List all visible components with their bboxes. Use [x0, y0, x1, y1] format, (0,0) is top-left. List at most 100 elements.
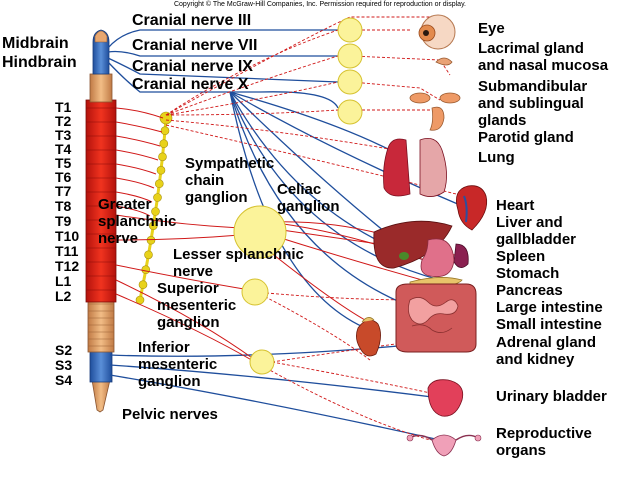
ciliary-ganglion: [337, 17, 363, 43]
label-reproductive-organs: Reproductive organs: [496, 425, 592, 459]
post-parasym-lacrimal: [351, 55, 451, 76]
label-stomach: Stomach: [496, 265, 560, 282]
otic-ganglion: [337, 99, 363, 125]
label-t8: T8: [55, 198, 72, 214]
organ-lungs: [383, 137, 447, 197]
label-lesser-line-2: nerve: [173, 263, 214, 280]
post-heart: [165, 124, 461, 196]
label-sympathetic-chain-ganglion: Sympathetic chain ganglion: [185, 155, 274, 206]
lesser-splanchnic-fiber: [115, 234, 241, 241]
superior-mesenteric-ganglion-circle: [241, 278, 269, 306]
label-submand-line-3: glands: [478, 112, 527, 129]
label-greater-line-2: splanchnic: [98, 213, 177, 230]
spinal-cord: [85, 29, 117, 413]
sympathetic-nerves: [115, 107, 456, 363]
post-parotid: [165, 109, 339, 116]
label-sympathetic-line-1: Sympathetic: [185, 155, 275, 172]
label-sympathetic-line-3: ganglion: [185, 189, 248, 206]
label-cranial-nerve-x: Cranial nerve X: [132, 76, 249, 93]
vagus-liver: [229, 91, 396, 241]
label-s3: S3: [55, 357, 73, 373]
label-liver-line-1: Liver and: [496, 214, 563, 231]
post-lacrimal: [165, 55, 339, 116]
chain-bead: [151, 207, 160, 216]
label-cranial-nerve-vii: Cranial nerve VII: [132, 37, 258, 54]
post-sup-mes-adrenal: [255, 291, 371, 361]
label-supmes-line-2: mesenteric: [157, 297, 237, 314]
label-t4: T4: [55, 141, 72, 157]
pterygopalatine-ganglion: [337, 43, 363, 69]
sympathetic-chain: [135, 111, 173, 305]
label-adrenal-line-2: and kidney: [496, 351, 575, 368]
label-submandibular-glands: Submandibular and sublingual glands: [478, 78, 587, 129]
label-t3: T3: [55, 127, 72, 143]
label-celiac-line-1: Celiac: [277, 181, 322, 198]
label-submand-line-1: Submandibular: [478, 78, 588, 95]
label-s4: S4: [55, 372, 73, 388]
organ-parotid-gland: [429, 106, 445, 131]
chain-bead: [156, 165, 166, 175]
label-lesser-line-1: Lesser splanchnic: [173, 246, 304, 263]
t5-fiber: [115, 163, 157, 175]
label-greater-line-3: nerve: [98, 230, 139, 247]
organ-eye: [418, 14, 456, 50]
label-infmes-line-3: ganglion: [138, 373, 201, 390]
label-cranial-nerve-iii: Cranial nerve III: [132, 12, 252, 29]
organ-submandibular-glands: [409, 92, 461, 104]
label-midbrain: Midbrain: [2, 35, 69, 52]
label-liver-line-2: gallbladder: [496, 231, 577, 248]
t8-fiber: [115, 205, 151, 217]
pelvic-to-repro: [109, 374, 441, 441]
label-lesser-splanchnic-nerve: Lesser splanchnic nerve: [173, 246, 304, 280]
post-submandibular: [165, 81, 339, 116]
t7-fiber: [115, 191, 153, 203]
submandibular-ganglion: [337, 69, 363, 95]
chain-bead: [153, 193, 162, 202]
greater-splanchnic-fiber: [115, 214, 241, 229]
cord-tail: [91, 379, 111, 413]
organ-urinary-bladder: [427, 379, 464, 417]
post-sup-mes-intestine: [255, 291, 421, 301]
label-heart: Heart: [496, 197, 535, 214]
label-urinary-bladder: Urinary bladder: [496, 388, 607, 405]
cord-segment-stripes: [86, 107, 116, 347]
t2-fiber: [115, 121, 163, 133]
ganglia: [233, 17, 363, 375]
organ-kidney: [356, 317, 381, 357]
label-repro-line-2: organs: [496, 442, 547, 459]
label-t1: T1: [55, 99, 72, 115]
cord-sacral-blue: [89, 349, 113, 383]
label-large-intestine: Large intestine: [496, 299, 603, 316]
label-small-intestine: Small intestine: [496, 316, 602, 333]
label-spleen: Spleen: [496, 248, 546, 265]
organ-lacrimal-gland: [435, 57, 453, 66]
label-pelvic-nerves: Pelvic nerves: [122, 406, 218, 423]
organ-stomach: [420, 238, 455, 278]
label-inferior-mesenteric-ganglion: Inferior mesenteric ganglion: [138, 339, 217, 390]
label-infmes-line-1: Inferior: [138, 339, 190, 356]
post-eye: [165, 29, 339, 116]
post-inf-mes-repro: [265, 367, 431, 441]
chain-bead: [155, 179, 164, 188]
post-inf-mes-bladder: [271, 361, 441, 396]
label-liver-gallbladder: Liver and gallbladder: [496, 214, 576, 248]
label-adrenal-kidney: Adrenal gland and kidney: [496, 334, 596, 368]
label-t12: T12: [55, 258, 80, 274]
label-t7: T7: [55, 183, 72, 199]
copyright-notice: Copyright © The McGraw-Hill Companies, I…: [173, 1, 466, 8]
label-greater-line-1: Greater: [98, 196, 152, 213]
chain-bead: [141, 265, 151, 275]
label-infmes-line-2: mesenteric: [138, 356, 218, 373]
post-lung: [165, 119, 396, 151]
label-t6: T6: [55, 169, 72, 185]
label-l1: L1: [55, 273, 72, 289]
cord-lumbar-tan: [87, 299, 115, 353]
chain-bead: [158, 152, 167, 162]
vagus-intestine: [229, 91, 421, 311]
celiac-to-adrenal: [259, 243, 366, 321]
label-pancreas: Pancreas: [496, 282, 563, 299]
label-cranial-nerve-ix: Cranial nerve IX: [132, 58, 253, 75]
cord-top-tan: [94, 30, 108, 43]
label-t2: T2: [55, 113, 72, 129]
